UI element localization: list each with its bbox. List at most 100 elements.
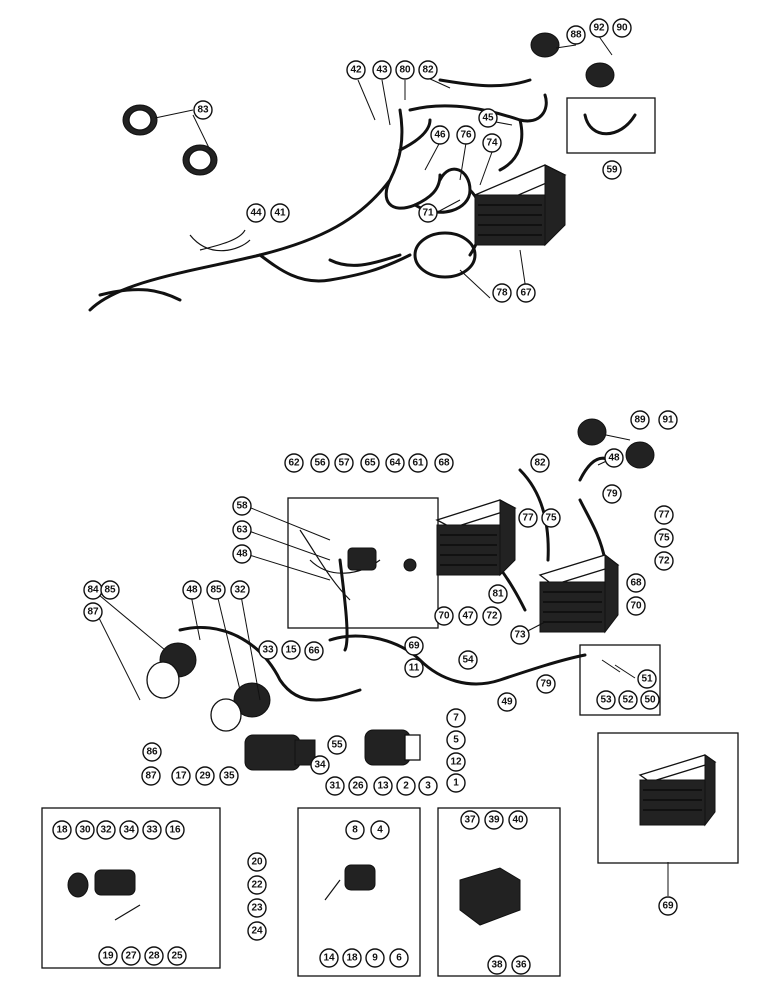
- callout-57: 57: [334, 453, 354, 473]
- svg-text:26: 26: [352, 781, 364, 792]
- callout-45: 45: [478, 108, 498, 128]
- svg-text:36: 36: [515, 960, 527, 971]
- svg-text:2: 2: [403, 781, 409, 792]
- callout-87-b: 87: [141, 766, 161, 786]
- svg-text:71: 71: [422, 208, 434, 219]
- callout-34: 34: [310, 755, 330, 775]
- svg-text:90: 90: [616, 23, 628, 34]
- svg-text:79: 79: [540, 679, 552, 690]
- svg-text:68: 68: [630, 578, 642, 589]
- svg-text:34: 34: [123, 825, 135, 836]
- callout-79-b: 79: [536, 674, 556, 694]
- svg-text:58: 58: [236, 501, 248, 512]
- svg-text:77: 77: [522, 513, 534, 524]
- svg-text:32: 32: [234, 585, 246, 596]
- svg-text:47: 47: [462, 611, 474, 622]
- svg-text:33: 33: [262, 645, 274, 656]
- callout-84: 84: [83, 580, 103, 600]
- svg-text:92: 92: [593, 23, 605, 34]
- svg-text:35: 35: [223, 771, 235, 782]
- callout-67: 67: [516, 283, 536, 303]
- battery-inset-69: [638, 754, 717, 827]
- callout-43: 43: [372, 60, 392, 80]
- svg-text:68: 68: [438, 458, 450, 469]
- svg-text:41: 41: [274, 208, 286, 219]
- callout-74: 74: [482, 133, 502, 153]
- svg-text:48: 48: [236, 549, 248, 560]
- callout-63: 63: [232, 520, 252, 540]
- battery-upper: [473, 164, 567, 247]
- svg-text:20: 20: [251, 857, 263, 868]
- callout-88: 88: [566, 25, 586, 45]
- svg-text:62: 62: [288, 458, 300, 469]
- svg-text:51: 51: [641, 674, 653, 685]
- callout-7: 7: [446, 708, 466, 728]
- callout-16: 16: [165, 820, 185, 840]
- callout-56: 56: [310, 453, 330, 473]
- svg-text:70: 70: [438, 611, 450, 622]
- lower-harness-assembly: [41, 418, 739, 977]
- svg-text:44: 44: [250, 208, 262, 219]
- svg-text:34: 34: [314, 760, 326, 771]
- callout-72-a: 72: [654, 551, 674, 571]
- callout-73: 73: [510, 625, 530, 645]
- callout-11: 11: [404, 658, 424, 678]
- callout-14: 14: [319, 948, 339, 968]
- callout-51: 51: [637, 669, 657, 689]
- svg-text:22: 22: [251, 880, 263, 891]
- svg-text:75: 75: [658, 533, 670, 544]
- svg-text:18: 18: [346, 953, 358, 964]
- callout-6: 6: [389, 948, 409, 968]
- callout-69-b: 69: [658, 896, 678, 916]
- callout-82-lower: 82: [530, 453, 550, 473]
- callout-33: 33: [258, 640, 278, 660]
- svg-text:87: 87: [87, 607, 99, 618]
- svg-text:5: 5: [453, 735, 459, 746]
- callout-3: 3: [418, 776, 438, 796]
- callout-32-a: 32: [230, 580, 250, 600]
- svg-text:85: 85: [210, 585, 222, 596]
- callout-77-b: 77: [654, 505, 674, 525]
- callout-27: 27: [121, 946, 141, 966]
- svg-text:13: 13: [377, 781, 389, 792]
- callout-31: 31: [325, 776, 345, 796]
- callout-38: 38: [487, 955, 507, 975]
- callout-48-c: 48: [182, 580, 202, 600]
- svg-text:31: 31: [329, 781, 341, 792]
- lamps-lower: [146, 642, 271, 732]
- svg-text:91: 91: [662, 415, 674, 426]
- svg-text:40: 40: [512, 815, 524, 826]
- svg-text:18: 18: [56, 825, 68, 836]
- callout-1: 1: [446, 773, 466, 793]
- dome-lamps-lower: [577, 418, 655, 469]
- svg-text:15: 15: [285, 645, 297, 656]
- svg-text:78: 78: [496, 288, 508, 299]
- solenoid: [324, 864, 376, 901]
- callout-53: 53: [596, 690, 616, 710]
- callout-79-a: 79: [602, 484, 622, 504]
- callout-35: 35: [219, 766, 239, 786]
- svg-text:50: 50: [644, 695, 656, 706]
- callout-32-b: 32: [96, 820, 116, 840]
- svg-text:24: 24: [251, 926, 263, 937]
- svg-text:32: 32: [100, 825, 112, 836]
- svg-text:37: 37: [464, 815, 476, 826]
- svg-text:89: 89: [634, 415, 646, 426]
- svg-text:87: 87: [145, 771, 157, 782]
- callout-50: 50: [640, 690, 660, 710]
- callout-18-a: 18: [52, 820, 72, 840]
- callout-70-a: 70: [434, 606, 454, 626]
- callout-91: 91: [658, 410, 678, 430]
- callout-42: 42: [346, 60, 366, 80]
- svg-text:69: 69: [408, 641, 420, 652]
- callout-69-a: 69: [404, 636, 424, 656]
- tail-lamps-upper: [122, 104, 218, 176]
- callout-18-b: 18: [342, 948, 362, 968]
- battery-lower-back: [435, 499, 517, 577]
- svg-text:17: 17: [175, 771, 187, 782]
- callout-62: 62: [284, 453, 304, 473]
- callout-92: 92: [589, 18, 609, 38]
- callout-46: 46: [430, 125, 450, 145]
- svg-text:69: 69: [662, 901, 674, 912]
- svg-text:82: 82: [422, 65, 434, 76]
